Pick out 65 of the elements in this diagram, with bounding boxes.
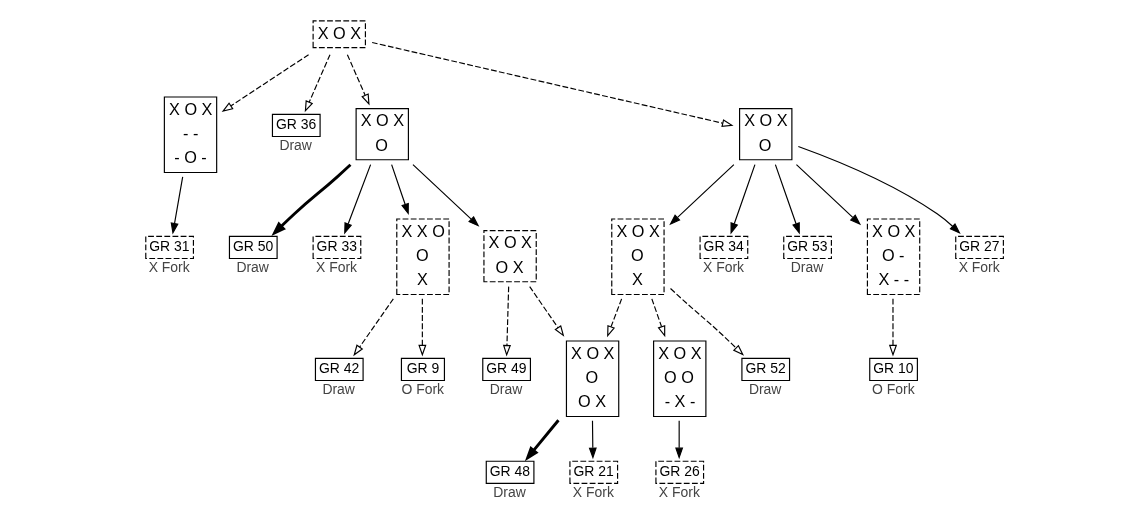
arrow [304,54,331,113]
node-label: O Fork [872,381,915,397]
node-box: GR 52 [741,357,791,382]
node-box: GR 42 [314,357,364,382]
arrow [524,419,560,462]
node-label: X Fork [958,258,1000,275]
arrow [353,298,394,357]
arrow [371,41,734,128]
node-box: X O X O O - X - [653,340,707,418]
node-label: Draw [279,136,312,153]
node-box: GR 36 [271,113,321,138]
node-label: Draw [493,483,526,500]
node-box: X O X O X [483,230,537,283]
arrow [607,298,623,338]
node-label: X Fork [702,258,745,275]
node-box: GR 34 [699,235,749,260]
arrow [502,286,512,357]
arrow [221,54,310,113]
arrow [774,164,800,235]
node-box: GR 49 [482,357,531,382]
node-label: X Fork [572,483,614,500]
arrow [412,164,480,227]
node-label: X Fork [148,258,190,275]
node-label: X Fork [658,483,700,500]
node-box: GR 33 [312,235,362,260]
arrow [418,298,427,357]
arrow [730,164,756,235]
arrow [271,163,352,236]
node-box: X O X [312,20,366,49]
node-label: Draw [489,381,523,397]
node-box: X O X O [739,108,793,161]
node-box: X O X O O X [565,340,620,418]
node-box: X O X - - - O - [163,96,218,174]
node-box: GR 48 [485,460,535,484]
arrow [588,420,597,460]
arrow [669,164,735,226]
arrow [888,298,898,357]
node-box: GR 10 [869,357,918,382]
arrow [391,164,409,216]
arrow [170,176,184,235]
node-label: Draw [322,381,355,397]
node-label: Draw [236,258,269,275]
node-box: GR 50 [228,235,278,260]
arrow [669,287,745,356]
node-label: X Fork [316,258,358,275]
node-label: Draw [790,258,824,275]
node-box: X O X O X [611,218,665,296]
node-box: GR 27 [955,235,1004,260]
arrow [344,164,372,235]
node-box: X X O O X [396,218,450,296]
node-box: GR 53 [783,235,832,260]
arrow [795,164,862,226]
arrow [346,54,370,106]
node-box: GR 31 [145,235,194,260]
arrow [529,286,565,337]
node-box: GR 21 [569,460,619,484]
node-box: GR 26 [655,460,705,484]
node-box: X O X O - X - - [866,218,921,296]
arrow [797,145,961,235]
node-box: GR 9 [400,357,445,382]
node-box: X O X O [355,108,409,161]
arrow [675,420,684,460]
node-label: Draw [748,381,782,397]
arrow [651,298,666,338]
node-label: O Fork [401,381,445,397]
